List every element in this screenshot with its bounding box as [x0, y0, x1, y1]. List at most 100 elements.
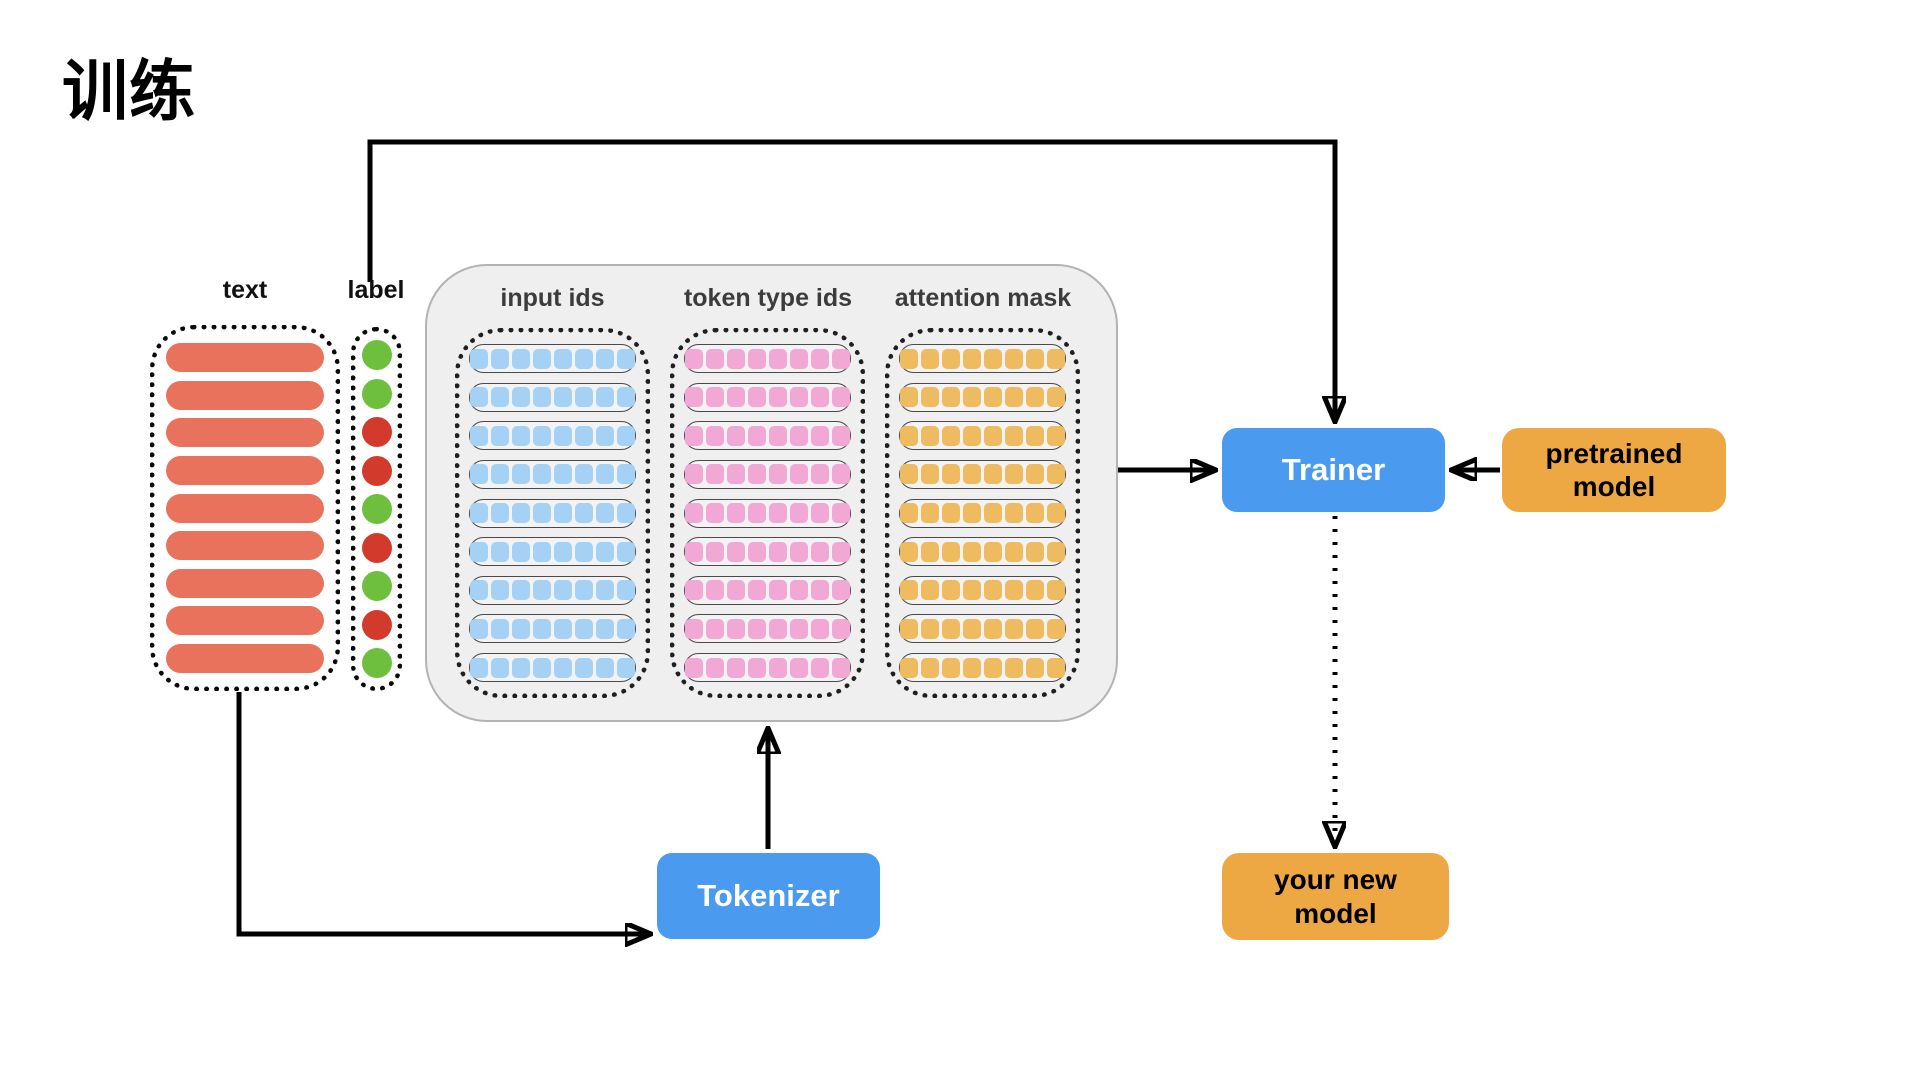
- attention-mask-cell: [984, 618, 1002, 639]
- input-ids-cell: [617, 464, 635, 485]
- input-ids-row: [469, 537, 636, 567]
- attention-mask-cell: [942, 503, 960, 523]
- attention-mask-row: [899, 498, 1066, 528]
- input-ids-cell: [533, 618, 551, 639]
- trainer-node: Trainer: [1222, 428, 1445, 512]
- input-ids-cell: [617, 657, 635, 678]
- input-ids-cell: [533, 657, 551, 678]
- attention-mask-cell: [963, 387, 981, 408]
- attention-mask-cell: [921, 387, 939, 408]
- input-ids-cell: [512, 387, 530, 408]
- token-type-ids-cell: [832, 541, 850, 562]
- token-type-ids-cell: [727, 541, 745, 562]
- input-ids-cell: [533, 503, 551, 523]
- token-type-ids-cell: [685, 503, 703, 523]
- attention-mask-row: [899, 537, 1066, 567]
- attention-mask-cell: [984, 503, 1002, 523]
- attention-mask-cell: [1047, 541, 1065, 562]
- attention-mask-cell: [942, 580, 960, 601]
- input-ids-cell: [596, 464, 614, 485]
- attention-mask-cell: [1005, 541, 1023, 562]
- token-type-ids-cell: [706, 503, 724, 523]
- token-type-ids-cell: [832, 464, 850, 485]
- input-ids-cell: [617, 387, 635, 408]
- input-ids-cell: [512, 425, 530, 446]
- text-row-bar: [166, 606, 324, 636]
- token-type-ids-cell: [811, 387, 829, 408]
- page-title: 训练: [62, 54, 196, 128]
- attention-mask-row: [899, 575, 1066, 605]
- attention-mask-cell: [921, 580, 939, 601]
- attention-mask-cell: [900, 580, 918, 601]
- attention-mask-cell: [1005, 657, 1023, 678]
- attention-mask-cell: [921, 618, 939, 639]
- token-type-ids-cell: [748, 657, 766, 678]
- text-row-bar: [166, 380, 324, 410]
- input-ids-cell: [470, 657, 488, 678]
- attention-mask-cell: [942, 541, 960, 562]
- label-dot-red: [361, 417, 392, 447]
- your-new-model-node: your new model: [1222, 853, 1449, 940]
- attention-mask-cell: [1026, 657, 1044, 678]
- attention-mask-cell: [984, 580, 1002, 601]
- attention-mask-cell: [1026, 541, 1044, 562]
- token-type-ids-cell: [706, 618, 724, 639]
- input-ids-cell: [575, 657, 593, 678]
- attention-mask-cell: [900, 503, 918, 523]
- input-ids-cell: [491, 657, 509, 678]
- attention-mask-cell: [1026, 425, 1044, 446]
- attention-mask-cell: [963, 541, 981, 562]
- attention-mask-cell: [921, 464, 939, 485]
- text-row-bar: [166, 568, 324, 598]
- input-ids-cell: [575, 464, 593, 485]
- input-ids-cell: [533, 541, 551, 562]
- attention-mask-cell: [1047, 464, 1065, 485]
- token-type-ids-cell: [790, 503, 808, 523]
- token-type-ids-cell: [748, 348, 766, 369]
- input-ids-cell: [491, 387, 509, 408]
- text-row-bar: [166, 493, 324, 523]
- input-ids-cell: [596, 425, 614, 446]
- token-type-ids-row: [684, 537, 851, 567]
- input-ids-cell: [596, 618, 614, 639]
- token-type-ids-cell: [811, 503, 829, 523]
- token-type-ids-cell: [769, 618, 787, 639]
- input-ids-cell: [470, 503, 488, 523]
- attention-mask-cell: [963, 425, 981, 446]
- token-type-ids-cell: [790, 425, 808, 446]
- token-type-ids-cell: [811, 541, 829, 562]
- attention-mask-cell: [900, 387, 918, 408]
- input-ids-cell: [470, 387, 488, 408]
- input-ids-cell: [554, 348, 572, 369]
- input-ids-column: [455, 328, 650, 698]
- attention-mask-cell: [1005, 580, 1023, 601]
- token-type-ids-cell: [727, 387, 745, 408]
- arrow-text-to-tokenizer: [236, 692, 651, 934]
- attention-mask-cell: [1005, 387, 1023, 408]
- input-ids-cell: [575, 348, 593, 369]
- attention-mask-cell: [1047, 425, 1065, 446]
- input-ids-cell: [533, 348, 551, 369]
- token-type-ids-row: [684, 344, 851, 373]
- token-type-ids-cell: [769, 503, 787, 523]
- input-ids-cell: [596, 503, 614, 523]
- token-type-ids-cell: [727, 580, 745, 601]
- input-ids-cell: [575, 387, 593, 408]
- token-type-ids-cell: [811, 580, 829, 601]
- label-dot-green: [361, 648, 392, 678]
- token-type-ids-cell: [727, 618, 745, 639]
- input-ids-cell: [554, 503, 572, 523]
- attention-mask-row: [899, 344, 1066, 373]
- attention-mask-cell: [900, 657, 918, 678]
- attention-mask-cell: [1005, 618, 1023, 639]
- attention-mask-cell: [984, 464, 1002, 485]
- input-ids-cell: [575, 580, 593, 601]
- token-type-ids-cell: [748, 503, 766, 523]
- token-type-ids-cell: [832, 503, 850, 523]
- attention-mask-row: [899, 421, 1066, 451]
- input-ids-cell: [512, 464, 530, 485]
- attention-mask-cell: [984, 541, 1002, 562]
- token-type-ids-row: [684, 382, 851, 412]
- attention-mask-caption: attention mask: [894, 284, 1072, 312]
- input-ids-cell: [554, 541, 572, 562]
